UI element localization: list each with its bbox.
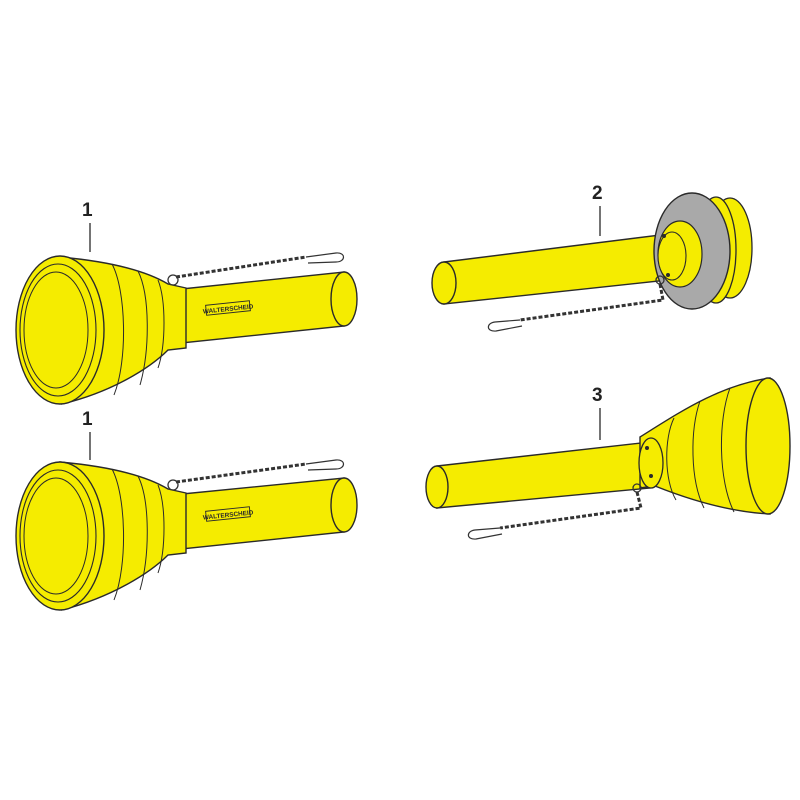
retaining-chain (467, 483, 643, 540)
guard-part-2 (431, 192, 753, 332)
callout-number: 1 (82, 200, 93, 221)
guard-part-1-lower: WALTERSCHEID (15, 432, 358, 611)
guard-tube (171, 477, 358, 551)
guard-part-3 (425, 377, 791, 540)
retaining-chain (487, 275, 665, 332)
retaining-chain (167, 252, 345, 286)
guard-tube (425, 441, 651, 509)
guard-tube (171, 271, 358, 345)
retaining-chain (167, 459, 345, 491)
callout-number: 2 (592, 183, 603, 204)
guard-part-1-upper: WALTERSCHEID (15, 223, 358, 405)
guard-tube (431, 233, 669, 305)
guard-cone (638, 377, 791, 515)
brand-label (205, 506, 251, 522)
guard-cone (15, 255, 187, 405)
callout-number: 3 (592, 385, 603, 406)
callout-number: 1 (82, 409, 93, 430)
brand-label (205, 300, 251, 316)
guard-cone (15, 461, 187, 611)
grey-bearing-ring (653, 192, 753, 310)
